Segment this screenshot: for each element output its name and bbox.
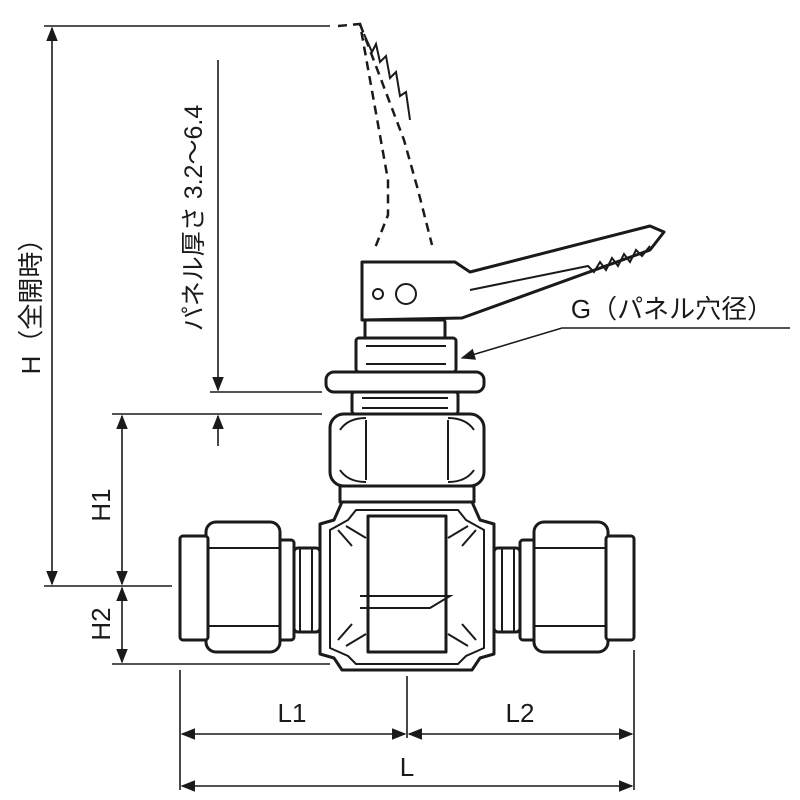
hex-nut bbox=[328, 412, 486, 504]
right-fitting bbox=[492, 520, 636, 654]
label-h1: H1 bbox=[86, 488, 116, 521]
handle-open-position bbox=[337, 22, 434, 249]
bonnet bbox=[324, 318, 486, 416]
left-fitting bbox=[178, 520, 322, 654]
g-leader bbox=[460, 327, 790, 360]
dimension-lines bbox=[46, 26, 634, 792]
valve-body bbox=[318, 500, 496, 672]
label-h2: H2 bbox=[86, 607, 116, 640]
label-l: L bbox=[400, 752, 414, 782]
extension-lines bbox=[44, 25, 635, 790]
label-panel-thickness: パネル厚さ 3.2～6.4 bbox=[180, 105, 208, 332]
label-g: G（パネル穴径） bbox=[571, 294, 773, 324]
label-h: H（全開時） bbox=[16, 226, 46, 375]
label-l2: L2 bbox=[506, 698, 535, 728]
label-l1: L1 bbox=[278, 698, 307, 728]
